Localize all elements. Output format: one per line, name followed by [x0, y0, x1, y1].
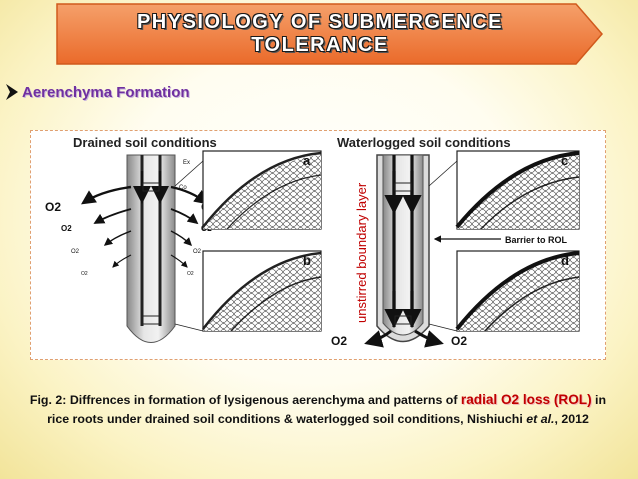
panel-a: a [202, 150, 322, 230]
left-heading: Drained soil conditions [73, 135, 217, 150]
o2-label: O2 [331, 334, 347, 348]
panel-c: c [455, 150, 580, 230]
caption-text: , 2012 [554, 412, 589, 426]
o2-label: O2 [451, 334, 467, 348]
aerenchyma-figure: Drained soil conditions Waterlogged soil… [30, 130, 606, 360]
boundary-layer-label: unstirred boundary layer [354, 182, 369, 323]
panel-label-a: a [303, 153, 311, 168]
panel-label-c: c [561, 153, 568, 168]
o2-label: O2 [71, 249, 80, 255]
o2-label: O2 [61, 224, 72, 233]
barrier-label: Barrier to ROL [505, 235, 568, 245]
caption-etal: et al. [526, 412, 555, 426]
panel-b: b [202, 250, 322, 332]
drained-root: O2 O2 O2 O2 O2 O2 O2 O2 [45, 154, 217, 343]
panel-label-d: d [561, 253, 569, 268]
o2-label: O2 [81, 271, 88, 277]
waterlogged-root: O2 O2 [331, 154, 467, 348]
panel-label-b: b [303, 253, 311, 268]
title-banner-shape [56, 3, 603, 65]
arrow-bullet-icon [6, 84, 18, 100]
tissue-label-ex: Ex [183, 160, 190, 166]
figure-caption: Fig. 2: Diffrences in formation of lysig… [18, 390, 618, 429]
caption-text: Fig. 2: Diffrences in formation of lysig… [29, 393, 461, 407]
panel-d: d [455, 250, 580, 332]
bullet-item: Aerenchyma Formation [4, 83, 190, 101]
o2-label: O2 [187, 271, 194, 277]
caption-highlight: radial O2 loss (ROL) [460, 392, 592, 407]
aerenchyma-diagram: Drained soil conditions Waterlogged soil… [45, 135, 580, 348]
slide-title: PHYSIOLOGY OF SUBMERGENCE TOLERANCE [136, 11, 504, 56]
caption-text: in rice roots under drained soil conditi… [47, 393, 607, 426]
bullet-label: Aerenchyma Formation [22, 83, 190, 101]
tissue-label-co: Co [179, 185, 187, 191]
o2-label: O2 [193, 249, 202, 255]
right-heading: Waterlogged soil conditions [337, 135, 511, 150]
title-banner: PHYSIOLOGY OF SUBMERGENCE TOLERANCE [56, 3, 604, 65]
o2-label: O2 [45, 200, 61, 214]
